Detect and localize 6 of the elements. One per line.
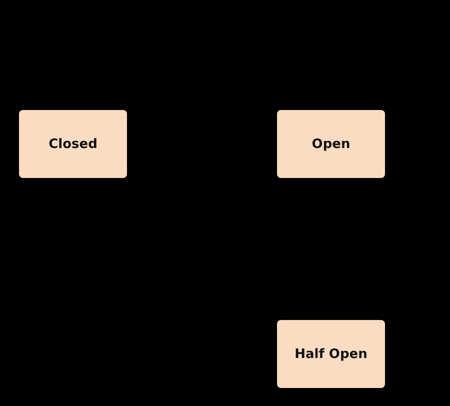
state-box: [277, 110, 385, 178]
state-label: Open: [312, 136, 350, 152]
state-label: Closed: [48, 136, 98, 152]
state-box: [19, 110, 127, 178]
state-label: Half Open: [294, 346, 368, 362]
state-box: [277, 320, 385, 388]
